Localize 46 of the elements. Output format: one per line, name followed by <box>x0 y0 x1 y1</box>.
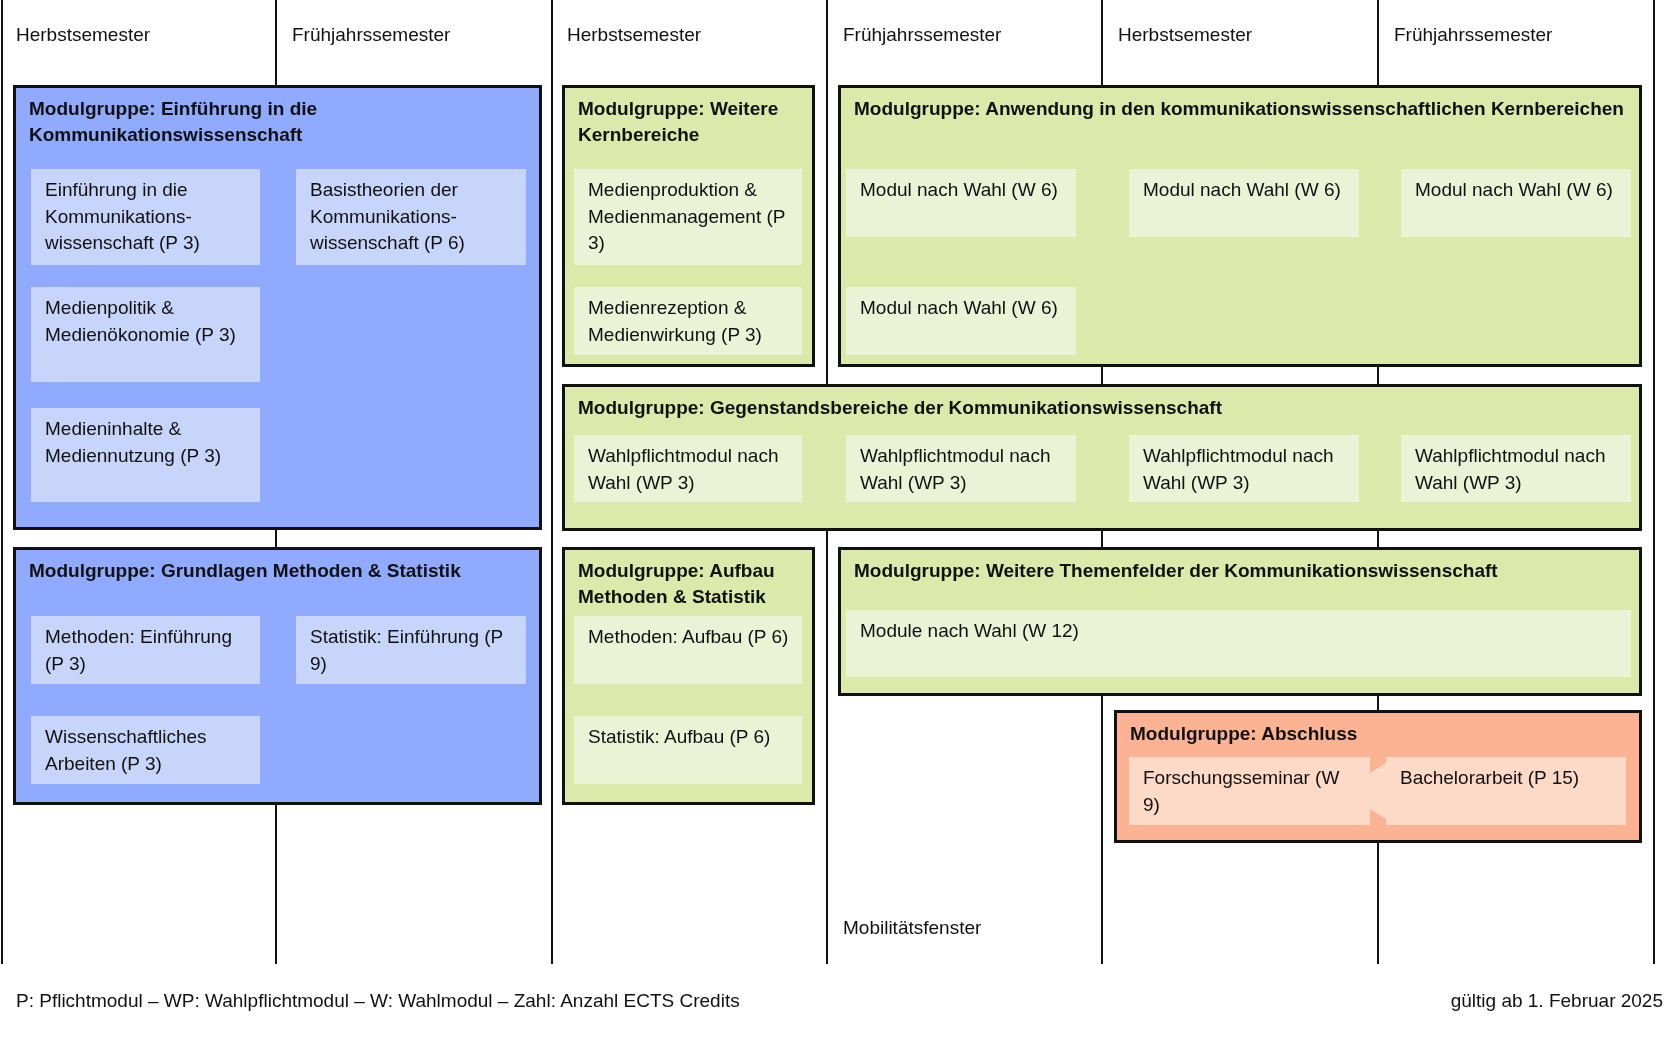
validity-note: gültig ab 1. Februar 2025 <box>1450 990 1663 1012</box>
module-box: Einführung in die Kommunikations-wissenschaft (P 3) <box>31 169 260 265</box>
module-group-panel <box>838 547 1642 696</box>
column-note: Mobilitätsfenster <box>843 917 982 939</box>
module-box: Modul nach Wahl (W 6) <box>1129 169 1359 237</box>
group-heading: Modulgruppe: Weitere Themenfelder der Kommunikationswissenschaft <box>854 559 1499 583</box>
group-heading: Modulgruppe: Weitere Kernbereiche <box>578 97 780 147</box>
module-box: Modul nach Wahl (W 6) <box>1401 169 1631 237</box>
module-box: Medienrezeption & Medienwirkung (P 3) <box>574 287 802 355</box>
module-box: Wissenschaftliches Arbeiten (P 3) <box>31 716 260 784</box>
module-group-panel <box>838 85 1642 367</box>
module-box: Modul nach Wahl (W 6) <box>846 287 1076 355</box>
module-box: Medienproduktion & Medienmanagement (P 3) <box>574 169 802 265</box>
group-heading: Modulgruppe: Einführung in die Kommunikationswissenschaft <box>29 97 319 147</box>
module-group-panel <box>13 85 542 530</box>
module-box: Wahlpflichtmodul nach Wahl (WP 3) <box>846 435 1076 502</box>
module-group-panel <box>1114 710 1642 843</box>
module-box: Modul nach Wahl (W 6) <box>846 169 1076 237</box>
semester-header: Herbstsemester <box>1118 24 1253 46</box>
group-heading: Modulgruppe: Grundlagen Methoden & Statistik <box>29 559 462 583</box>
connector-band <box>1370 763 1386 819</box>
semester-header: Frühjahrssemester <box>843 24 1002 46</box>
module-box: Basistheorien der Kommunikations-wissenschaft (P 6) <box>296 169 526 265</box>
group-heading: Modulgruppe: Abschluss <box>1130 722 1359 746</box>
module-box: Wahlpflichtmodul nach Wahl (WP 3) <box>1129 435 1359 502</box>
group-heading: Modulgruppe: Anwendung in den kommunikationswissenschaftlichen Kernbereichen <box>854 97 1625 121</box>
module-group-panel <box>562 547 815 805</box>
module-box: Medieninhalte & Mediennutzung (P 3) <box>31 408 260 502</box>
module-box: Statistik: Einführung (P 9) <box>296 616 526 684</box>
module-group-panel <box>562 85 815 367</box>
group-heading: Modulgruppe: Aufbau Methoden & Statistik <box>578 559 776 609</box>
module-box: Medienpolitik & Medienökonomie (P 3) <box>31 287 260 382</box>
semester-header: Frühjahrssemester <box>1394 24 1553 46</box>
module-group-panel <box>562 384 1642 531</box>
module-box: Methoden: Einführung (P 3) <box>31 616 260 684</box>
semester-header: Frühjahrssemester <box>292 24 451 46</box>
module-box: Module nach Wahl (W 12) <box>846 610 1631 677</box>
module-group-panel <box>13 547 542 805</box>
semester-header: Herbstsemester <box>16 24 151 46</box>
module-box: Wahlpflichtmodul nach Wahl (WP 3) <box>1401 435 1631 502</box>
module-box: Wahlpflichtmodul nach Wahl (WP 3) <box>574 435 802 502</box>
module-box: Statistik: Aufbau (P 6) <box>574 716 802 784</box>
legend-note: P: Pflichtmodul – WP: Wahlpflichtmodul – W: Wahlmodul – Zahl: Anzahl ECTS Credits <box>16 990 740 1012</box>
group-heading: Modulgruppe: Gegenstandsbereiche der Kommunikationswissenschaft <box>578 396 1223 420</box>
module-box: Methoden: Aufbau (P 6) <box>574 616 802 684</box>
semester-header: Herbstsemester <box>567 24 702 46</box>
